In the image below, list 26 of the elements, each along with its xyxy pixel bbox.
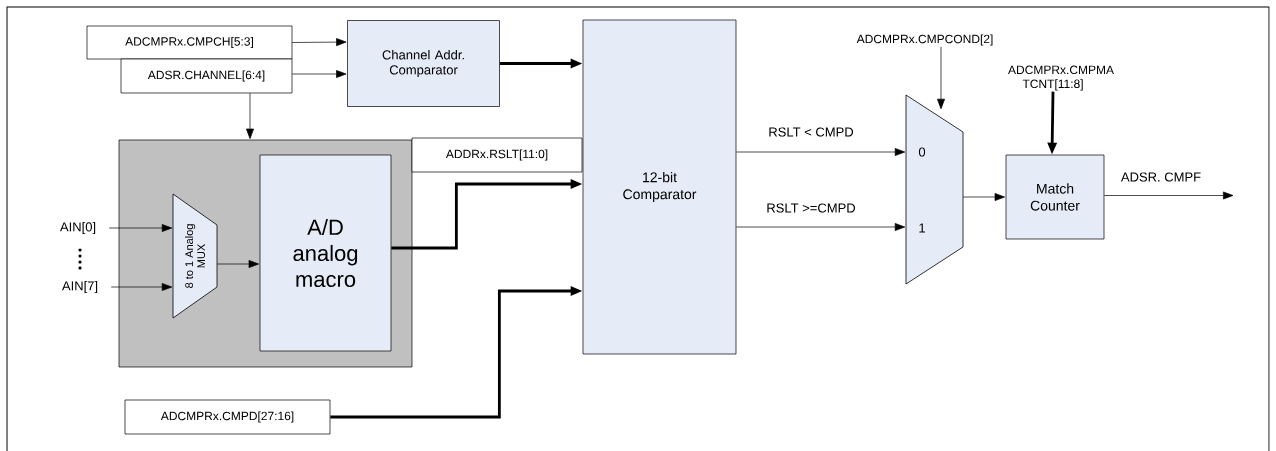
comparator-box: 12-bit Comparator (582, 19, 737, 355)
arrow (1104, 191, 1234, 200)
arrow (962, 193, 1005, 201)
signal-label: AIN[7] (62, 280, 98, 294)
converter-box: A/D analog macro (259, 154, 392, 352)
arrow (108, 224, 173, 232)
edge-label: RSLT >=CMPD (765, 202, 857, 214)
arrow (110, 283, 173, 291)
register-box: ADSR.CHANNEL[6:4] (120, 58, 293, 94)
arrow (736, 148, 906, 156)
arrow (246, 93, 254, 139)
edge-label: ADSR. CMPF (1119, 171, 1203, 183)
comparator-box: Channel Addr. Comparator (347, 20, 500, 107)
arrow (937, 46, 945, 110)
edge-label: RSLT < CMPD (767, 126, 855, 138)
arrow (736, 223, 906, 231)
register-label: ADCMPRx.CMPMA TCNT[11:8] (1008, 65, 1114, 91)
arrow (292, 38, 347, 47)
arrow (292, 70, 347, 78)
register-box: ADDRx.RSLT[11:0] (411, 137, 583, 173)
arrow (216, 260, 259, 268)
signal-label: AIN[0] (60, 221, 96, 235)
register-box: ADCMPRx.CMPD[27:16] (124, 399, 331, 435)
counter-box: Match Counter (1005, 154, 1105, 240)
register-box: ADCMPRx.CMPCH[5:3] (86, 25, 293, 60)
register-label: ADCMPRx.CMPCOND[2] (856, 34, 993, 46)
